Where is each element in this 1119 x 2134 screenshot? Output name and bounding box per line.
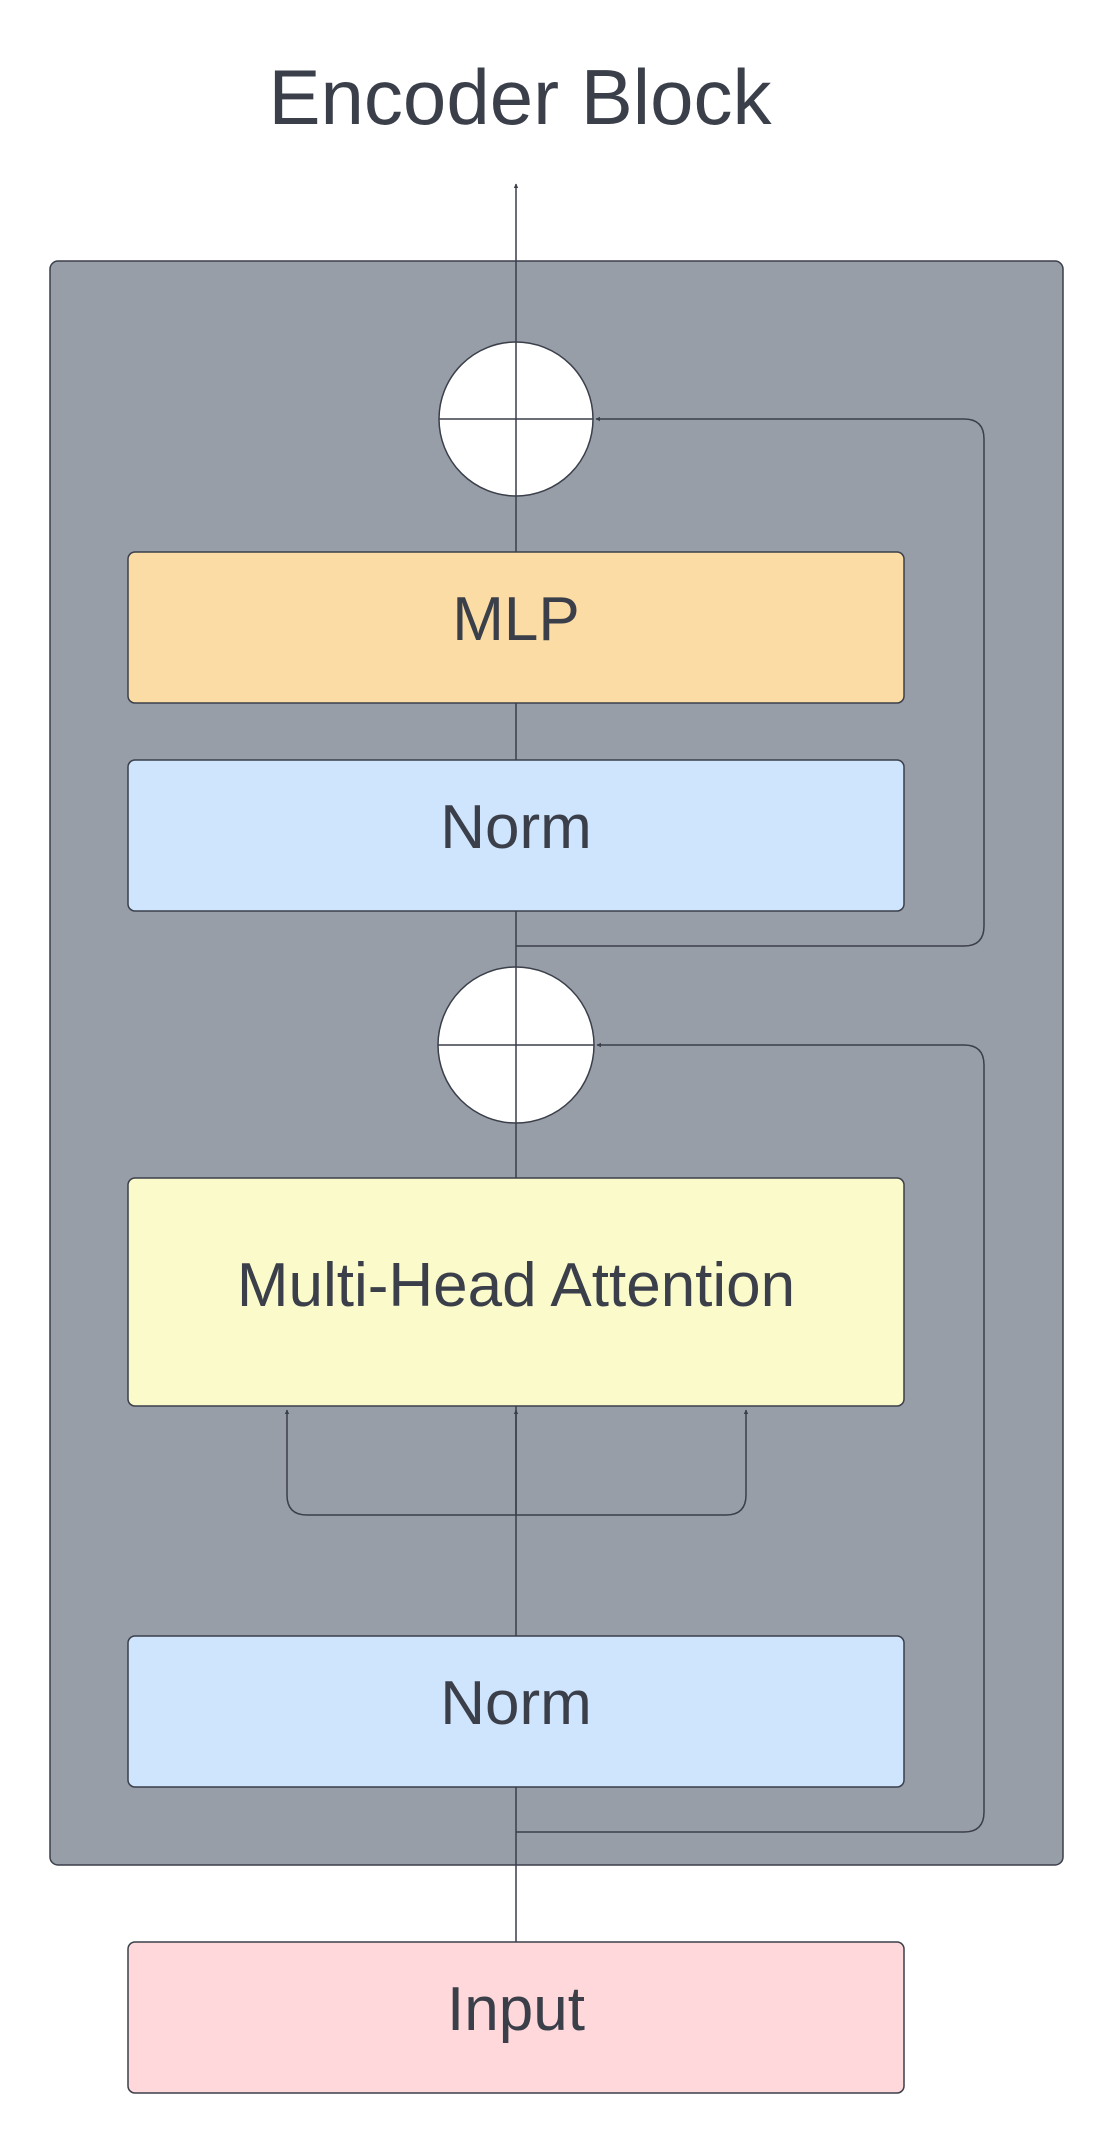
input-block: Input: [127, 1941, 905, 2094]
attention-branch-right: [516, 1409, 749, 1516]
add-node-top: [438, 341, 594, 497]
mlp-label: MLP: [452, 585, 579, 654]
attention-block: Multi-Head Attention: [127, 1177, 905, 1407]
norm-block-top: Norm: [127, 759, 905, 912]
mlp-block: MLP: [127, 551, 905, 704]
attention-label: Multi-Head Attention: [237, 1251, 795, 1320]
input-label: Input: [447, 1975, 585, 2044]
norm-block-bottom: Norm: [127, 1635, 905, 1788]
residual-connector-upper: [516, 416, 985, 947]
residual-connector-lower: [516, 1042, 985, 1833]
attention-branch-left: [284, 1409, 516, 1516]
norm-bottom-label: Norm: [440, 1669, 592, 1738]
add-node-bottom: [437, 966, 595, 1124]
norm-top-label: Norm: [440, 793, 592, 862]
diagram-title: Encoder Block: [269, 53, 773, 141]
